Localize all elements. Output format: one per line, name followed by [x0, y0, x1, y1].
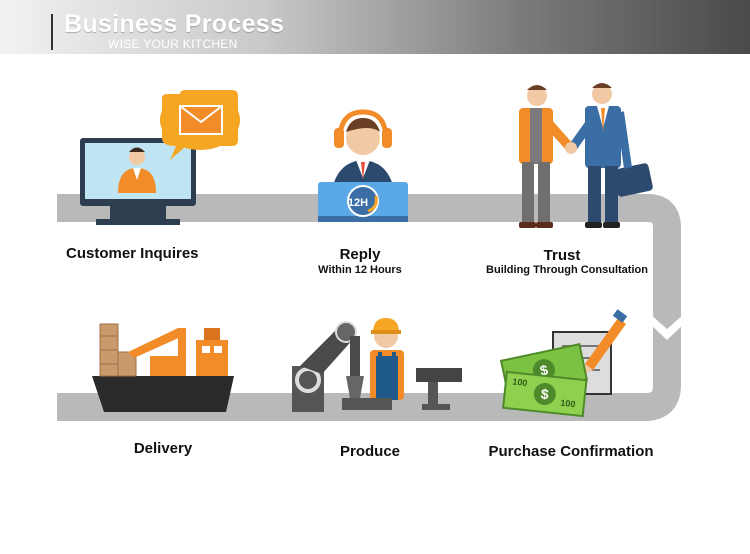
- clock-text: 12H: [348, 197, 368, 209]
- money-text: 100: [512, 377, 528, 389]
- step-customer-inquires-title: Customer Inquires: [66, 245, 199, 262]
- step-purchase-confirmation-title: Purchase Confirmation: [478, 443, 664, 460]
- step-reply-subtitle: Within 12 Hours: [290, 264, 430, 276]
- step-reply-title: Reply: [300, 246, 420, 263]
- factory-worker-icon: [292, 318, 462, 412]
- step-trust-subtitle: Building Through Consultation: [472, 264, 662, 276]
- step-trust-title: Trust: [502, 247, 622, 264]
- step-produce-title: Produce: [320, 443, 420, 460]
- cargo-ship-icon: [92, 324, 234, 412]
- step-delivery-title: Delivery: [113, 440, 213, 457]
- support-agent-icon: 12H: [318, 112, 408, 222]
- money-text: 100: [560, 398, 576, 410]
